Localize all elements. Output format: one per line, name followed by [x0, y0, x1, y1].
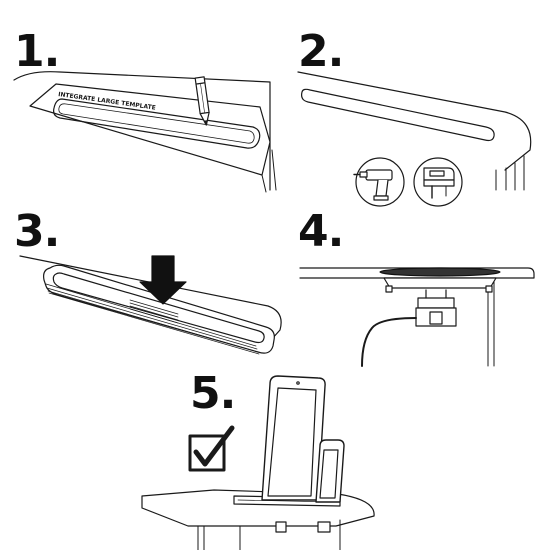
tray-brush-strip — [129, 299, 179, 324]
phone-icon — [315, 439, 345, 503]
step-4-illustration — [299, 267, 535, 367]
desk-top-3 — [19, 255, 282, 351]
wireless-charger-icon — [379, 267, 501, 277]
step-1-number: 1. — [14, 26, 60, 77]
step-5-illustration — [141, 375, 375, 550]
checkbox-checked-icon — [188, 425, 235, 472]
template-sheet — [29, 83, 271, 176]
jigsaw-icon — [423, 167, 455, 199]
step-4-number: 4. — [298, 206, 344, 257]
desk-top-1 — [13, 71, 271, 191]
down-arrow-icon — [139, 255, 187, 305]
pencil-icon — [194, 76, 210, 126]
step-1-illustration: INTEGRATE LARGE TEMPLATE — [13, 71, 277, 193]
connector-clip — [415, 289, 457, 327]
desk-top-2 — [297, 71, 532, 171]
step-2-illustration — [297, 71, 532, 207]
tray-inner — [52, 272, 265, 344]
desk-slot-2 — [301, 88, 495, 142]
power-cable — [361, 317, 417, 367]
step-3-number: 3. — [14, 206, 60, 257]
step-5-number: 5. — [190, 368, 236, 419]
tablet-icon — [261, 375, 326, 501]
mount-plate — [383, 277, 497, 289]
step-2-number: 2. — [298, 26, 344, 77]
step-3-illustration — [19, 255, 282, 355]
template-slot — [53, 98, 261, 149]
drill-icon — [353, 169, 393, 201]
